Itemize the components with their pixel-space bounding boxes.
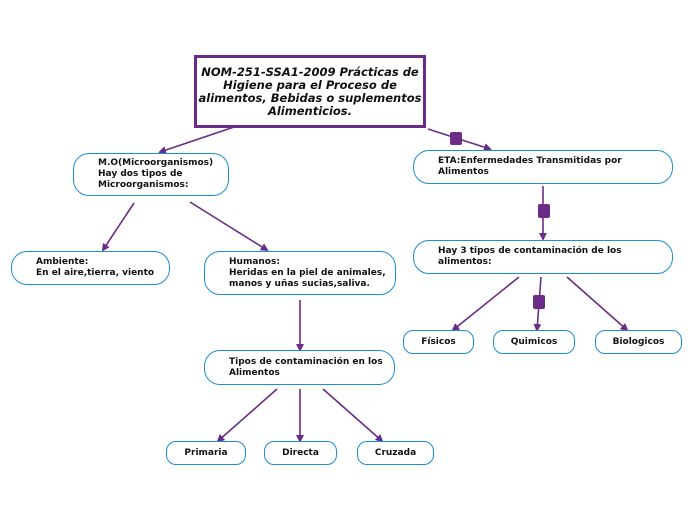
node-label: Alimentos — [438, 167, 489, 177]
node-label: Cruzada — [374, 447, 417, 458]
edge-root-mo — [158, 125, 238, 154]
node-tres-tipos[interactable]: Hay 3 tipos de contaminación de los alim… — [413, 240, 673, 274]
node-label: Directa — [282, 447, 319, 458]
node-label: Humanos: — [229, 256, 280, 267]
node-ambiente[interactable]: Ambiente: En el aire,tierra, viento — [11, 251, 170, 285]
edge-tipos-cruzada — [322, 388, 384, 443]
edge-tres-biologicos — [566, 276, 629, 332]
root-topic[interactable]: NOM-251-SSA1-2009 Prácticas de Higiene p… — [194, 55, 426, 128]
node-tipos-contaminacion[interactable]: Tipos de contaminación en los Alimentos — [204, 350, 395, 385]
node-microorganismos[interactable]: M.O(Microorganismos) Hay dos tipos de Mi… — [73, 153, 229, 196]
node-label: Primaria — [184, 447, 228, 458]
edge-handle — [533, 295, 545, 309]
node-label: Físicos — [421, 336, 456, 347]
node-label: En el aire,tierra, viento — [36, 268, 155, 278]
node-quimicos[interactable]: Quimicos — [493, 330, 575, 354]
node-eta[interactable]: ETA:Enfermedades Transmitidas por Alimen… — [413, 150, 673, 184]
node-biologicos[interactable]: Biologicos — [595, 330, 682, 354]
node-humanos[interactable]: Humanos: Heridas en la piel de animales,… — [204, 251, 396, 295]
node-label: alimentos: — [438, 257, 492, 267]
node-fisicos[interactable]: Físicos — [403, 330, 474, 354]
node-label: M.O(Microorganismos) — [98, 158, 214, 168]
root-line: Higiene para el Proceso de — [223, 77, 397, 92]
node-label: Quimicos — [510, 336, 558, 347]
root-line: NOM-251-SSA1-2009 Prácticas de — [201, 64, 419, 79]
edge-mo-humanos — [189, 201, 269, 252]
node-label: Hay dos tipos de — [98, 169, 183, 179]
edge-mo-ambiente — [101, 202, 135, 252]
node-label: Ambiente: — [36, 257, 89, 267]
node-label: Heridas en la piel de animales, — [229, 267, 386, 278]
node-label: Tipos de contaminación en los — [229, 356, 383, 367]
edge-handle — [450, 132, 462, 145]
node-label: Alimentos — [229, 367, 280, 378]
node-label: Microorganismos: — [98, 180, 189, 190]
node-label: Hay 3 tipos de contaminación de los — [438, 246, 622, 256]
node-cruzada[interactable]: Cruzada — [357, 441, 434, 465]
node-label: ETA:Enfermedades Transmitidas por — [438, 156, 622, 166]
node-primaria[interactable]: Primaria — [166, 441, 246, 465]
node-label: manos y uñas sucias,saliva. — [229, 278, 370, 289]
node-label: Biologicos — [612, 336, 665, 347]
root-line: Alimenticios. — [267, 103, 353, 118]
node-directa[interactable]: Directa — [264, 441, 337, 465]
root-line: alimentos, Bebidas o suplementos — [198, 90, 422, 105]
edge-handle — [538, 204, 550, 218]
edge-tipos-primaria — [216, 388, 278, 443]
edge-tres-fisicos — [451, 276, 520, 332]
